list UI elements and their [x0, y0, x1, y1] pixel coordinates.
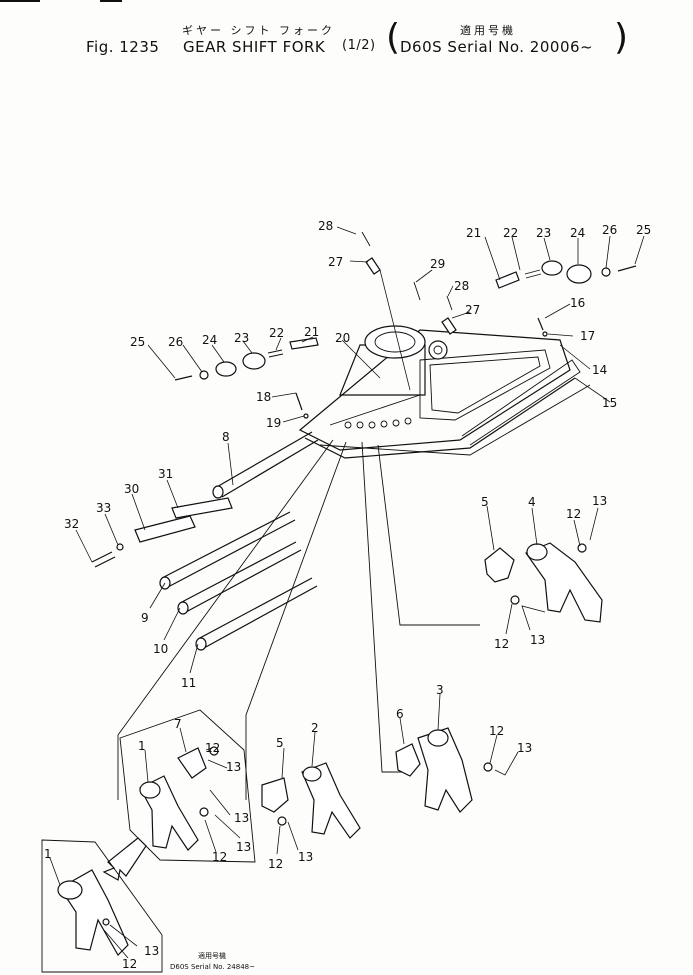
callout-13: 13: [234, 811, 249, 825]
callout-7: 7: [174, 717, 182, 731]
callout-33: 33: [96, 501, 111, 515]
callout-13: 13: [226, 760, 241, 774]
callout-29: 29: [430, 257, 445, 271]
inset-applicability-serial: D60S Serial No. 24848~: [170, 963, 255, 971]
sheet-number: (1/2): [342, 38, 376, 53]
callout-24: 24: [570, 226, 585, 240]
callout-13: 13: [298, 850, 313, 864]
callout-5: 5: [276, 736, 284, 750]
callout-23: 23: [536, 226, 551, 240]
inset-alternate-fork: [41, 839, 163, 973]
callout-10: 10: [153, 642, 168, 656]
callout-labels: 28 27 29 28 27 20 21 22 23 24 26 25 16 1…: [44, 219, 651, 971]
callout-16: 16: [570, 296, 585, 310]
callout-21: 21: [466, 226, 481, 240]
callout-19: 19: [266, 416, 281, 430]
callout-8: 8: [222, 430, 230, 444]
callout-18: 18: [256, 390, 271, 404]
lock-plates: [91, 497, 233, 568]
callout-32: 32: [64, 517, 79, 531]
callout-4: 4: [528, 495, 536, 509]
callout-30: 30: [124, 482, 139, 496]
shift-fork-1-group: [119, 709, 256, 863]
callout-6: 6: [396, 707, 404, 721]
bracket-open: (: [386, 17, 401, 58]
callout-20: 20: [335, 331, 350, 345]
top-edge-mark: [100, 0, 122, 2]
inset-arrow: [102, 837, 147, 881]
inset-applicability-japanese: 適用号機: [198, 951, 226, 960]
callout-21: 21: [304, 325, 319, 339]
callout-5: 5: [481, 495, 489, 509]
title-japanese: ギヤー シフト フォーク: [182, 24, 335, 37]
right-fasteners: [361, 231, 637, 337]
cover-and-gasket: [319, 359, 591, 456]
callout-28: 28: [318, 219, 333, 233]
shift-housing: [298, 325, 576, 459]
callout-22: 22: [503, 226, 518, 240]
shift-fork-4: [484, 542, 603, 623]
shift-rods: [159, 431, 319, 651]
callout-12: 12: [268, 857, 283, 871]
callout-24: 24: [202, 333, 217, 347]
callout-3: 3: [436, 683, 444, 697]
callout-13: 13: [236, 840, 251, 854]
callout-12: 12: [122, 957, 137, 971]
callout-leaders: [49, 226, 645, 959]
callout-1: 1: [138, 739, 146, 753]
figure-label: Fig. 1235: [86, 38, 160, 56]
callout-17: 17: [580, 329, 595, 343]
callout-25: 25: [636, 223, 651, 237]
callout-14: 14: [592, 363, 607, 377]
applicability-japanese: 適用号機: [460, 24, 516, 37]
top-edge-mark: [0, 0, 40, 2]
figure-title: GEAR SHIFT FORK: [183, 38, 326, 56]
callout-27: 27: [328, 255, 343, 269]
callout-12: 12: [494, 637, 509, 651]
callout-12: 12: [212, 850, 227, 864]
callout-9: 9: [141, 611, 149, 625]
shift-fork-2: [261, 762, 361, 839]
callout-13: 13: [144, 944, 159, 958]
callout-28: 28: [454, 279, 469, 293]
callout-13: 13: [517, 741, 532, 755]
callout-11: 11: [181, 676, 196, 690]
applicability-serial: D60S Serial No. 20006~: [400, 38, 594, 56]
callout-26: 26: [168, 335, 183, 349]
callout-15: 15: [602, 396, 617, 410]
bracket-close: ): [614, 17, 629, 58]
callout-26: 26: [602, 223, 617, 237]
callout-2: 2: [311, 721, 319, 735]
callout-25: 25: [130, 335, 145, 349]
callout-12: 12: [489, 724, 504, 738]
shift-fork-3: [395, 727, 493, 813]
callout-12: 12: [566, 507, 581, 521]
callout-23: 23: [234, 331, 249, 345]
left-fasteners: [174, 337, 319, 419]
callout-27: 27: [465, 303, 480, 317]
callout-13: 13: [592, 494, 607, 508]
callout-13: 13: [530, 633, 545, 647]
callout-31: 31: [158, 467, 173, 481]
callout-1: 1: [44, 847, 52, 861]
callout-22: 22: [269, 326, 284, 340]
callout-12: 12: [205, 741, 220, 755]
